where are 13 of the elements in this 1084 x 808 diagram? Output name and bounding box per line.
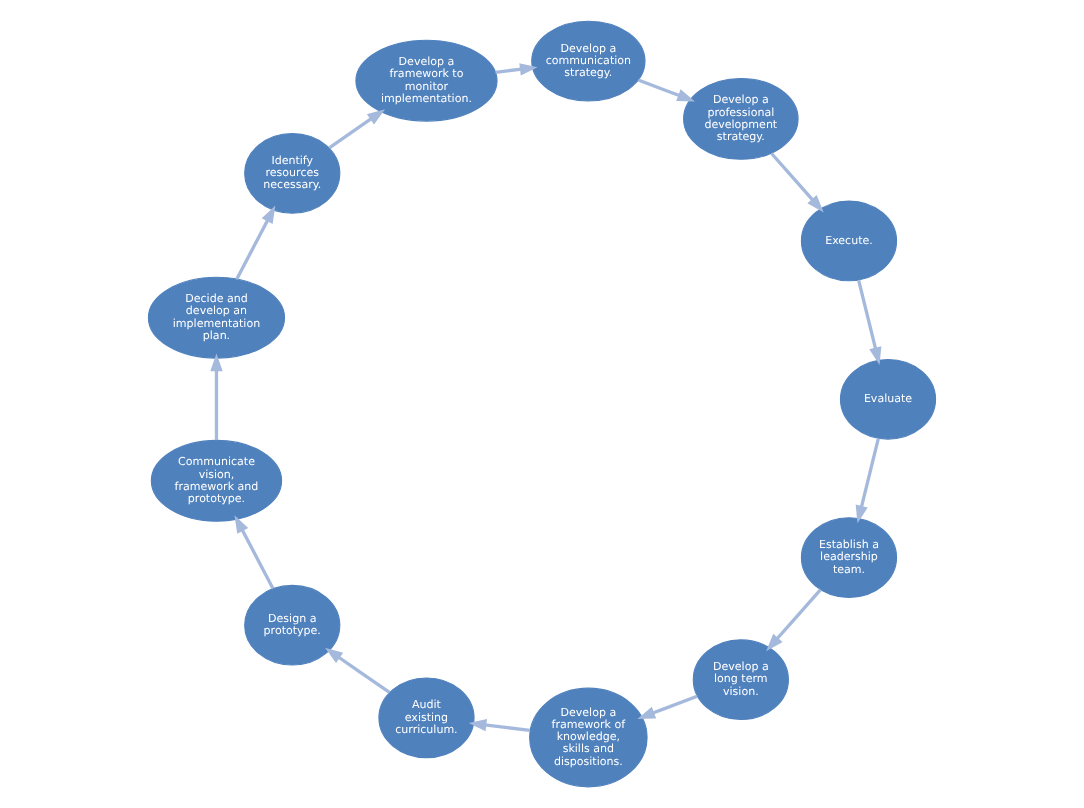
arrow <box>637 78 695 102</box>
arrow <box>325 647 391 694</box>
arrow <box>210 353 223 441</box>
arrow <box>495 63 538 76</box>
arrow <box>855 438 880 524</box>
arrow <box>468 718 531 733</box>
arrow <box>770 152 824 213</box>
arrow <box>234 515 275 590</box>
arrow <box>235 205 276 280</box>
arrow <box>637 694 698 719</box>
arrow <box>328 109 386 150</box>
arrow <box>766 588 822 652</box>
arrow <box>857 279 882 365</box>
